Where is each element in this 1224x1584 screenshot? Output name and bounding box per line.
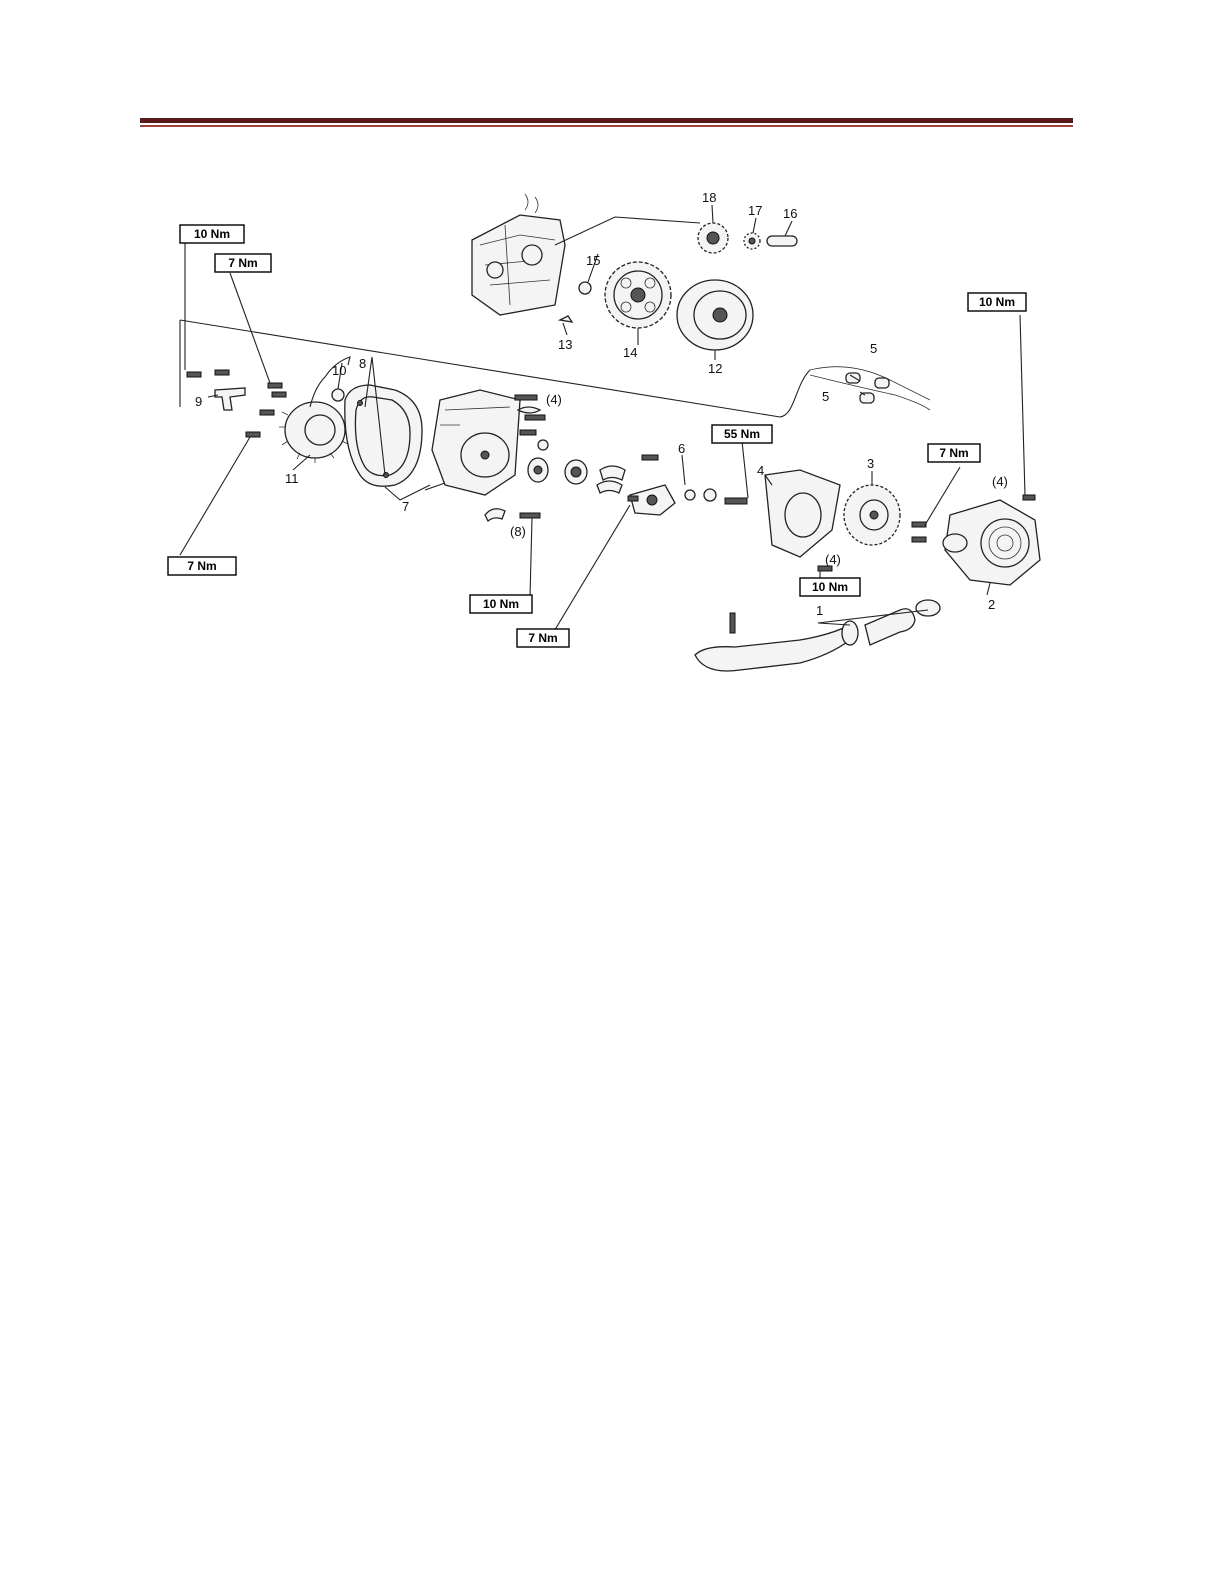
part-8-pin: [358, 401, 363, 406]
svg-text:55 Nm: 55 Nm: [724, 427, 760, 441]
torque-label: 55 Nm: [712, 425, 772, 443]
part-13-key: [560, 316, 572, 322]
crankcase-illustration: [472, 194, 565, 315]
header-rule-accent: [140, 125, 1073, 127]
callout-17: 17: [748, 203, 762, 218]
callout-14: 14: [623, 345, 637, 360]
svg-text:7 Nm: 7 Nm: [187, 559, 216, 573]
callout-15: 15: [586, 253, 600, 268]
svg-text:10 Nm: 10 Nm: [483, 597, 519, 611]
seals-bearings: [528, 458, 625, 493]
callout-1: 1: [816, 603, 823, 618]
torque-label: 10 Nm: [180, 225, 244, 243]
callout-16: 16: [783, 206, 797, 221]
part-11-stator: [279, 402, 348, 463]
part-2-housing: [943, 500, 1040, 585]
torque-label: 7 Nm: [928, 444, 980, 462]
svg-text:10 Nm: 10 Nm: [812, 580, 848, 594]
callout-10: 10: [332, 363, 346, 378]
torque-label: 10 Nm: [800, 578, 860, 596]
svg-text:7 Nm: 7 Nm: [228, 256, 257, 270]
torque-label: 7 Nm: [517, 629, 569, 647]
callout-5a: 5: [870, 341, 877, 356]
part-4-shroud: [765, 470, 840, 557]
quantity-note: (4): [992, 474, 1008, 489]
torque-label: 10 Nm: [470, 595, 532, 613]
torque-label: 7 Nm: [168, 557, 236, 575]
callout-3: 3: [867, 456, 874, 471]
svg-text:7 Nm: 7 Nm: [528, 631, 557, 645]
exploded-parts-diagram: 10 Nm 7 Nm 10 Nm 55 Nm 7 Nm 10 Nm 7 Nm 1…: [160, 185, 1080, 685]
part-14-sprocket: [605, 262, 671, 328]
part-9-bracket: [215, 388, 245, 410]
quantity-note: (4): [825, 552, 841, 567]
torque-label: 7 Nm: [215, 254, 271, 272]
callout-5b: 5: [822, 389, 829, 404]
callout-6: 6: [678, 441, 685, 456]
part-17-bearing: [744, 233, 760, 249]
torque-label: 10 Nm: [968, 293, 1026, 311]
quantity-note: (4): [546, 392, 562, 407]
callout-8: 8: [359, 356, 366, 371]
part-3-fan: [844, 485, 900, 545]
callout-11: 11: [285, 471, 299, 486]
part-18-gear: [698, 223, 728, 253]
callout-12: 12: [708, 361, 722, 376]
svg-text:10 Nm: 10 Nm: [979, 295, 1015, 309]
header-rule: [140, 118, 1073, 123]
part-12-flywheel: [677, 280, 753, 350]
part-16-shaft: [767, 236, 797, 246]
callout-13: 13: [558, 337, 572, 352]
svg-text:10 Nm: 10 Nm: [194, 227, 230, 241]
callout-9: 9: [195, 394, 202, 409]
part-15-washer: [579, 282, 591, 294]
clip-8: [485, 509, 505, 521]
svg-text:7 Nm: 7 Nm: [939, 446, 968, 460]
callout-18: 18: [702, 190, 716, 205]
callout-7: 7: [402, 499, 409, 514]
callout-2: 2: [988, 597, 995, 612]
callout-4: 4: [757, 463, 764, 478]
quantity-note: (8): [510, 524, 526, 539]
part-7-cover: [432, 390, 520, 495]
